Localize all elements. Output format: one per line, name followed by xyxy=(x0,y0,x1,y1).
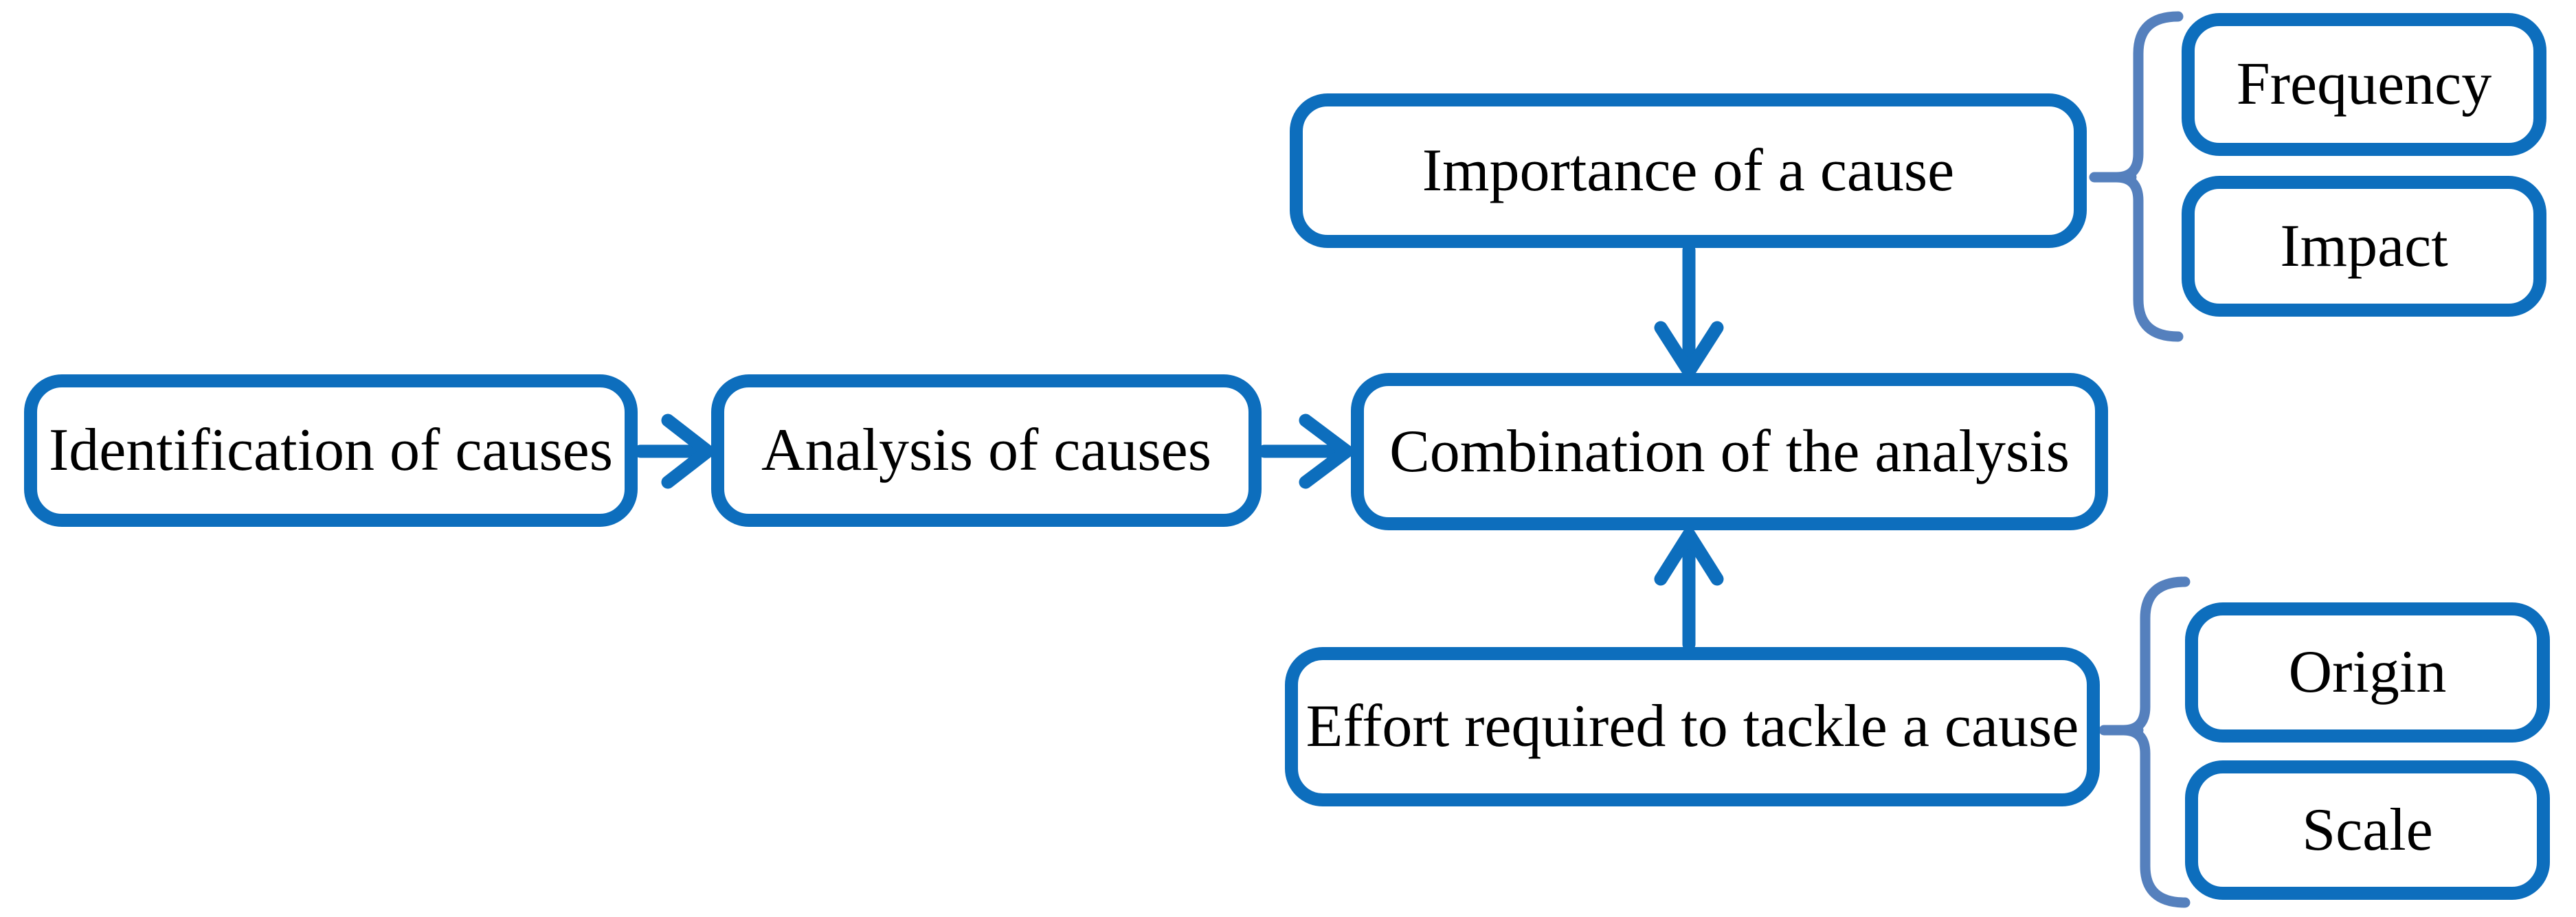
box-impact: Impact xyxy=(2182,176,2546,317)
box-origin: Origin xyxy=(2185,602,2550,743)
box-frequency: Frequency xyxy=(2182,13,2546,156)
arrow-effort-to-combination-head xyxy=(1654,528,1724,586)
arrow-importance-to-combination-head xyxy=(1654,321,1724,378)
box-scale: Scale xyxy=(2185,760,2550,900)
box-analysis-of-causes: Analysis of causes xyxy=(711,374,1262,527)
arrow-identification-to-analysis-head xyxy=(661,414,715,489)
box-combination-of-the-analysis: Combination of the analysis xyxy=(1351,373,2108,530)
brace-effort-group xyxy=(2118,576,2191,908)
box-importance-of-a-cause: Importance of a cause xyxy=(1290,93,2087,248)
arrow-analysis-to-combination-head xyxy=(1299,414,1354,489)
box-effort-required-to-tackle-a-cause: Effort required to tackle a cause xyxy=(1285,647,2100,806)
brace-importance-group xyxy=(2111,11,2184,342)
box-identification-of-causes: Identification of causes xyxy=(24,374,638,527)
